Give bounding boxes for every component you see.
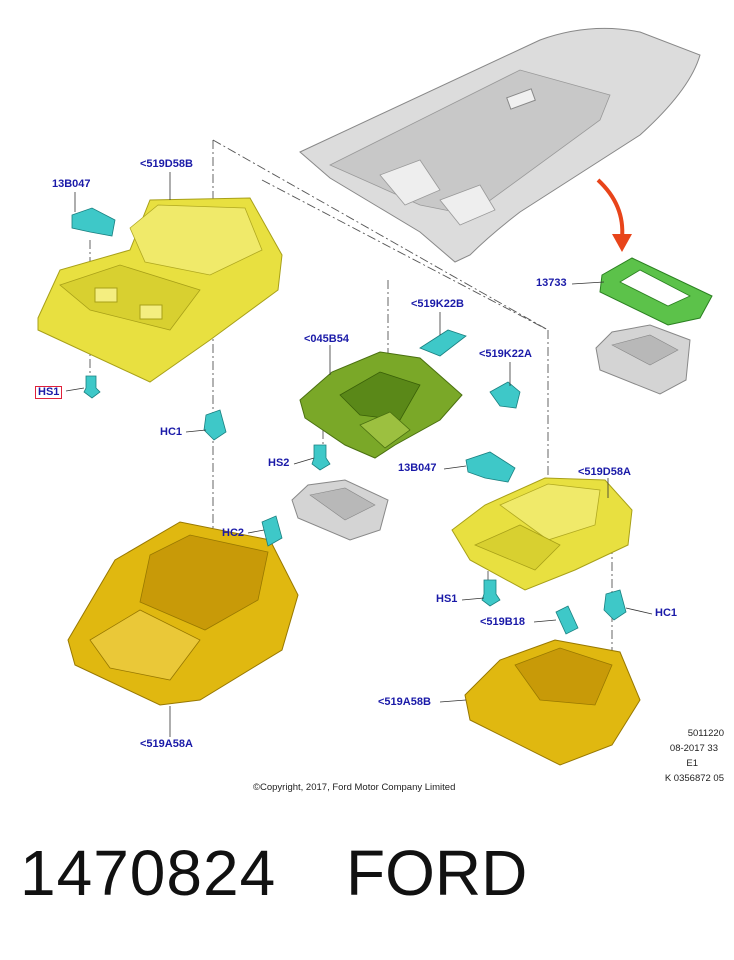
callout-lines xyxy=(65,172,653,737)
callout-HC1-right: HC1 xyxy=(655,607,678,619)
overhead-console-519A58A-part xyxy=(67,521,299,706)
clip-519B18-part xyxy=(555,605,579,635)
interior-lamp-right-part xyxy=(595,324,691,395)
callout-HC1-left: HC1 xyxy=(160,426,183,438)
console-519D58B-part xyxy=(37,197,283,383)
pin-HS1-right-part xyxy=(481,579,501,607)
clip-HC2-part xyxy=(261,515,283,547)
illustration-id: 5011220 xyxy=(687,728,724,739)
brand-name: FORD xyxy=(346,837,528,909)
copyright-text: ©Copyright, 2017, Ford Motor Company Lim… xyxy=(253,782,456,793)
clip-13B047-left-part xyxy=(71,207,116,237)
clip-HC1-left-part xyxy=(203,409,227,441)
bracket-045B54-part xyxy=(299,351,463,459)
illustration-ref: K 0356872 05 xyxy=(664,773,724,784)
callout-519A58B: <519A58B xyxy=(378,696,431,708)
clip-HC1-right-part xyxy=(603,589,627,621)
callout-519D58B: <519D58B xyxy=(140,158,193,170)
callout-519A58A: <519A58A xyxy=(140,738,193,750)
interior-lamp-left-part xyxy=(291,479,389,541)
bracket-519K22A-part xyxy=(489,381,521,409)
callout-519K22A: <519K22A xyxy=(479,348,532,360)
callout-HS2: HS2 xyxy=(268,457,290,469)
parts-diagram xyxy=(37,27,713,766)
callout-519D58A: <519D58A xyxy=(578,466,631,478)
illustration-edition: E1 xyxy=(686,758,698,769)
frame-13733-part xyxy=(599,257,713,326)
callout-HS1-right: HS1 xyxy=(436,593,458,605)
clip-13B047-right-part xyxy=(465,451,516,483)
illustration-date: 08-2017 33 xyxy=(669,743,718,754)
callout-13B047-left: 13B047 xyxy=(52,178,91,190)
headliner-panel xyxy=(299,27,701,263)
callout-519B18: <519B18 xyxy=(480,616,525,628)
callout-045B54: <045B54 xyxy=(304,333,349,345)
callout-519K22B: <519K22B xyxy=(411,298,464,310)
part-number: 1470824 xyxy=(20,837,277,909)
callout-HS1-left-highlighted: HS1 xyxy=(35,386,63,399)
callout-13733: 13733 xyxy=(536,277,567,289)
clips xyxy=(71,207,627,635)
console-519D58A-part xyxy=(451,477,633,591)
callout-HC2: HC2 xyxy=(222,527,245,539)
orange-arrow-icon xyxy=(596,178,632,252)
overhead-console-519A58B-part xyxy=(464,639,641,766)
pin-HS2-part xyxy=(311,444,331,471)
callout-13B047-right: 13B047 xyxy=(398,462,437,474)
bracket-519K22B-part xyxy=(419,329,467,357)
pin-HS1-left-part xyxy=(83,375,101,399)
